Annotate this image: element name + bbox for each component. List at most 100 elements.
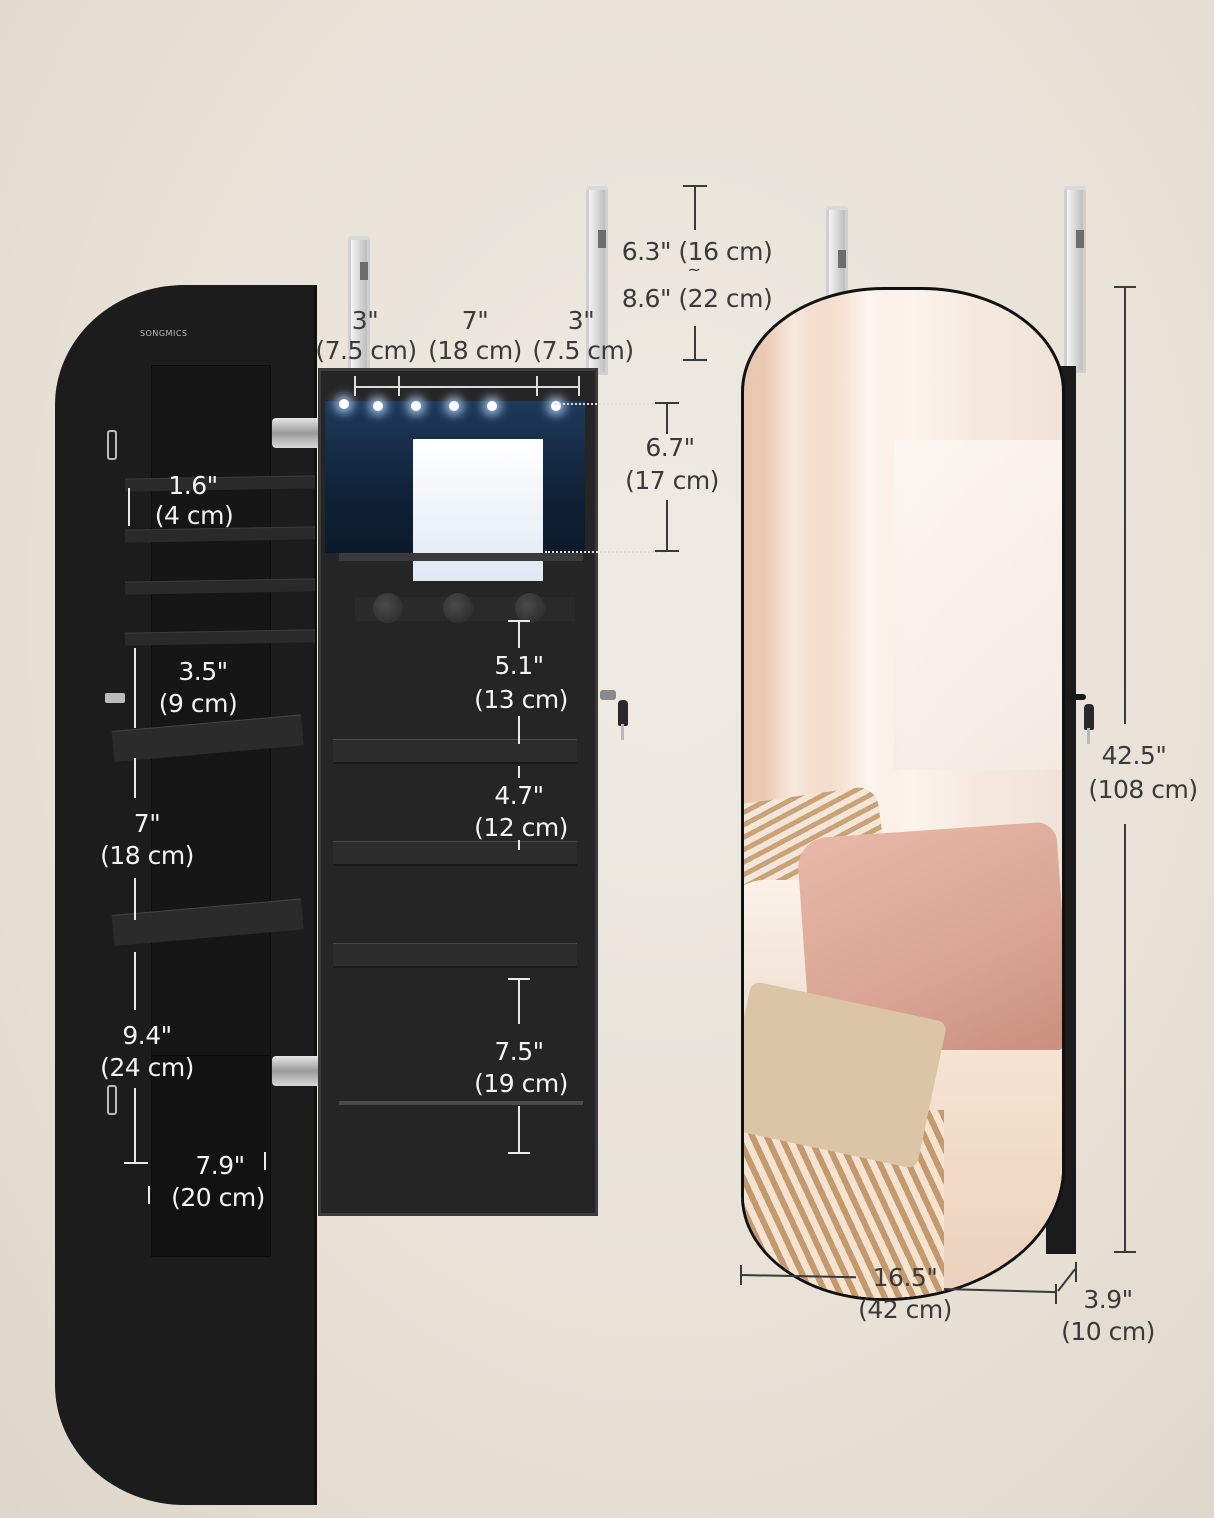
led-light (339, 399, 349, 409)
top-width-line (354, 386, 580, 388)
mirror-section-cap-bottom (655, 550, 679, 552)
bottom-section-line-top (518, 978, 520, 1024)
top-width-left-inch: 3" (351, 306, 379, 335)
mirror-key-blade (1087, 728, 1090, 744)
knob-shelf-line-bottom (518, 716, 520, 744)
earring-rail-3 (125, 578, 315, 595)
total-height-inch: 42.5" (1101, 741, 1167, 770)
mirror-section-guide-top (555, 403, 665, 405)
full-length-mirror[interactable] (741, 287, 1065, 1301)
door-gap-2-inch: 7" (133, 809, 161, 838)
mirror-key-icon[interactable] (1084, 704, 1094, 730)
door-hook-right-tab (598, 230, 606, 248)
knob-shelf-line-top (518, 620, 520, 648)
knob-shelf-cm: (13 cm) (474, 685, 568, 714)
mirror-reflection-mattress (934, 1050, 1062, 1298)
door-latch-mid (105, 693, 125, 703)
earring-gap-inch: 1.6" (168, 471, 218, 500)
mirror-section-guide-bottom (545, 551, 665, 553)
shelf-1 (333, 739, 577, 764)
mirror-lock-icon[interactable] (1066, 694, 1086, 700)
door-gap-2-line-top (134, 758, 136, 798)
door-gap-3-cm: (24 cm) (100, 1053, 194, 1082)
door-hook-right-top (586, 186, 608, 192)
total-width-cap-right (1055, 1284, 1057, 1304)
top-shelf (339, 553, 583, 561)
ring-knob-2 (443, 593, 473, 623)
pocket-width-inch: 7.9" (195, 1151, 245, 1180)
cabinet-door[interactable]: SONGMICS (55, 285, 317, 1505)
led-light-section (325, 401, 585, 581)
total-width-cm: (42 cm) (858, 1295, 952, 1324)
hook-height-line-bottom (694, 326, 696, 360)
earring-rail-4 (125, 629, 315, 646)
door-gap-2-cm: (18 cm) (100, 841, 194, 870)
led-light (373, 401, 383, 411)
mirror-hook-right-tab (1076, 230, 1084, 248)
key-icon[interactable] (618, 700, 628, 726)
mirror-reflection-window (894, 440, 1062, 770)
shelf-gap-cm: (12 cm) (474, 813, 568, 842)
door-gap-2-line-bottom (134, 878, 136, 920)
hook-height-cap-bottom (683, 359, 707, 361)
led-light (449, 401, 459, 411)
door-gap-1-inch: 3.5" (178, 657, 228, 686)
led-light (487, 401, 497, 411)
knob-shelf-inch: 5.1" (494, 651, 544, 680)
bottom-ledge (339, 1101, 583, 1105)
pocket-width-cap-right (264, 1152, 266, 1170)
brand-logo: SONGMICS (140, 329, 188, 338)
pocket-width-cap-left (148, 1186, 150, 1204)
top-width-right-inch: 3" (567, 306, 595, 335)
door-gap-3-line-top (134, 952, 136, 1010)
mirror-section-inch: 6.7" (645, 433, 695, 462)
total-height-line-top (1124, 286, 1126, 724)
mirror-section-line-top (666, 402, 668, 434)
total-height-line-bottom (1124, 824, 1126, 1252)
door-gap-3-inch: 9.4" (122, 1021, 172, 1050)
ring-knob-1 (373, 593, 403, 623)
total-height-cap-bottom (1114, 1251, 1136, 1253)
door-gap-1-line (134, 648, 136, 728)
mirror-hook-right (1064, 190, 1086, 373)
led-light (551, 401, 561, 411)
hook-height-max: 8.6" (22 cm) (621, 284, 773, 313)
lock-icon[interactable] (600, 690, 616, 700)
top-width-left-cm: (7.5 cm) (315, 336, 417, 365)
bottom-section-inch: 7.5" (494, 1037, 544, 1066)
top-width-right-cm: (7.5 cm) (532, 336, 634, 365)
bottom-section-line-bottom (518, 1106, 520, 1152)
mirror-section-cm: (17 cm) (625, 466, 719, 495)
shelf-3 (333, 943, 577, 968)
shelf-2 (333, 841, 577, 866)
door-hook-left-tab (360, 262, 368, 280)
cabinet-body (318, 368, 598, 1216)
mirror-hook-left-top (826, 206, 848, 212)
storage-pocket (151, 1055, 271, 1257)
total-width-inch: 16.5" (872, 1263, 938, 1292)
depth-inch: 3.9" (1083, 1285, 1133, 1314)
hook-height-sep: ~ (687, 260, 701, 279)
top-width-mid-inch: 7" (461, 306, 489, 335)
shelf-gap-line-bottom (518, 840, 520, 850)
total-height-cm: (108 cm) (1088, 775, 1198, 804)
top-width-mid-cm: (18 cm) (428, 336, 522, 365)
hook-height-min: 6.3" (16 cm) (621, 237, 773, 266)
door-gap-1-cm: (9 cm) (158, 689, 238, 718)
hook-height-line-top (694, 185, 696, 230)
depth-cap-right (1075, 1262, 1077, 1282)
depth-cm: (10 cm) (1061, 1317, 1155, 1346)
led-light (411, 401, 421, 411)
pocket-width-cm: (20 cm) (171, 1183, 265, 1212)
shelf-gap-inch: 4.7" (494, 781, 544, 810)
earring-gap-line (128, 488, 130, 526)
bottom-section-cap-bottom (508, 1152, 530, 1154)
door-latch-top (107, 430, 117, 460)
shelf-gap-line-top (518, 766, 520, 778)
mirror-section-line-bottom (666, 500, 668, 550)
door-gap-3-cap (124, 1162, 148, 1164)
key-blade (621, 724, 624, 740)
door-latch-bottom (107, 1085, 117, 1115)
earring-gap-cm: (4 cm) (154, 501, 234, 530)
door-gap-3-line-bottom (134, 1088, 136, 1162)
